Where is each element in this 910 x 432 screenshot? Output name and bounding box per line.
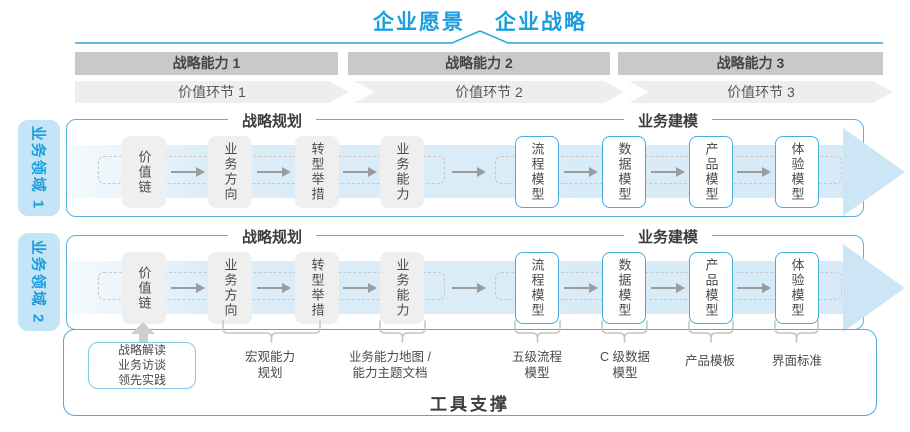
arrow-right-icon	[343, 167, 377, 177]
box-business-capability: 业务能力	[380, 252, 424, 324]
box-business-direction: 业务方向	[208, 136, 252, 208]
capability-bar-1: 战略能力 1	[75, 52, 338, 75]
capability-bar-2: 战略能力 2	[348, 52, 610, 75]
arrow-right-icon	[343, 283, 377, 293]
tool-support-title: 工具支撑	[430, 395, 510, 414]
box-value-chain: 价值链	[122, 136, 166, 208]
page-title: 企业愿景 企业战略	[373, 6, 587, 36]
value-link-3: 价值环节 3	[629, 81, 893, 103]
arrow-up-icon	[131, 322, 156, 343]
box-experience-model: 体验模型	[775, 136, 819, 208]
modeling-header: 业务建模	[623, 226, 713, 247]
note-ui-standard: 界面标准	[771, 354, 823, 368]
box-process-model: 流程模型	[515, 136, 559, 208]
domain-row-2: 战略规划 业务建模 价值链 业务方向 转型举措 业务能力 流程模型 数据模型 产…	[0, 226, 910, 332]
arrow-right-icon	[564, 167, 598, 177]
flow-arrow-head-icon	[843, 244, 905, 332]
box-business-capability: 业务能力	[380, 136, 424, 208]
practice-note-text: 战略解读 业务访谈 领先实践	[117, 343, 166, 387]
box-data-model: 数据模型	[602, 136, 646, 208]
arrow-right-icon	[257, 167, 291, 177]
arrow-right-icon	[651, 283, 685, 293]
box-process-model: 流程模型	[515, 252, 559, 324]
planning-header: 战略规划	[227, 226, 317, 247]
arrow-right-icon	[737, 167, 771, 177]
practice-note-box: 战略解读 业务访谈 领先实践	[88, 342, 196, 389]
box-product-model: 产品模型	[689, 252, 733, 324]
arrow-right-icon	[452, 167, 486, 177]
arrow-right-icon	[737, 283, 771, 293]
arrow-right-icon	[171, 283, 205, 293]
dashed-group-modeling	[495, 272, 842, 300]
domain-row-1: 战略规划 业务建模 价值链 业务方向 转型举措 业务能力 流程模型 数据模型 产…	[0, 110, 910, 217]
arrow-right-icon	[171, 167, 205, 177]
box-business-direction: 业务方向	[208, 252, 252, 324]
domain-tab-1: 业务领域 1	[18, 120, 60, 216]
vision-title: 企业愿景	[373, 11, 465, 34]
arrow-right-icon	[452, 283, 486, 293]
box-experience-model: 体验模型	[775, 252, 819, 324]
planning-header: 战略规划	[227, 110, 317, 131]
box-transformation-initiative: 转型举措	[295, 136, 339, 208]
note-capability-map: 业务能力地图 / 能力主题文档	[349, 350, 431, 380]
dashed-group-planning	[98, 272, 445, 300]
value-link-2: 价值环节 2	[354, 81, 624, 103]
strategy-title: 企业战略	[495, 11, 587, 34]
note-product-template: 产品模板	[684, 354, 736, 368]
arrow-right-icon	[564, 283, 598, 293]
note-process-model: 五级流程 模型	[511, 350, 563, 380]
tool-support-container	[63, 329, 877, 416]
value-link-1: 价值环节 1	[75, 81, 349, 103]
box-data-model: 数据模型	[602, 252, 646, 324]
box-transformation-initiative: 转型举措	[295, 252, 339, 324]
dashed-group-modeling	[495, 156, 842, 184]
arrow-right-icon	[257, 283, 291, 293]
note-macro-capability: 宏观能力 规划	[244, 350, 296, 380]
domain-tab-2: 业务领域 2	[18, 233, 60, 331]
modeling-header: 业务建模	[623, 110, 713, 131]
note-data-model: C 级数据 模型	[599, 350, 651, 380]
flow-arrow-head-icon	[843, 128, 905, 216]
dashed-group-planning	[98, 156, 445, 184]
box-value-chain: 价值链	[122, 252, 166, 324]
capability-bar-3: 战略能力 3	[618, 52, 883, 75]
arrow-right-icon	[651, 167, 685, 177]
box-product-model: 产品模型	[689, 136, 733, 208]
